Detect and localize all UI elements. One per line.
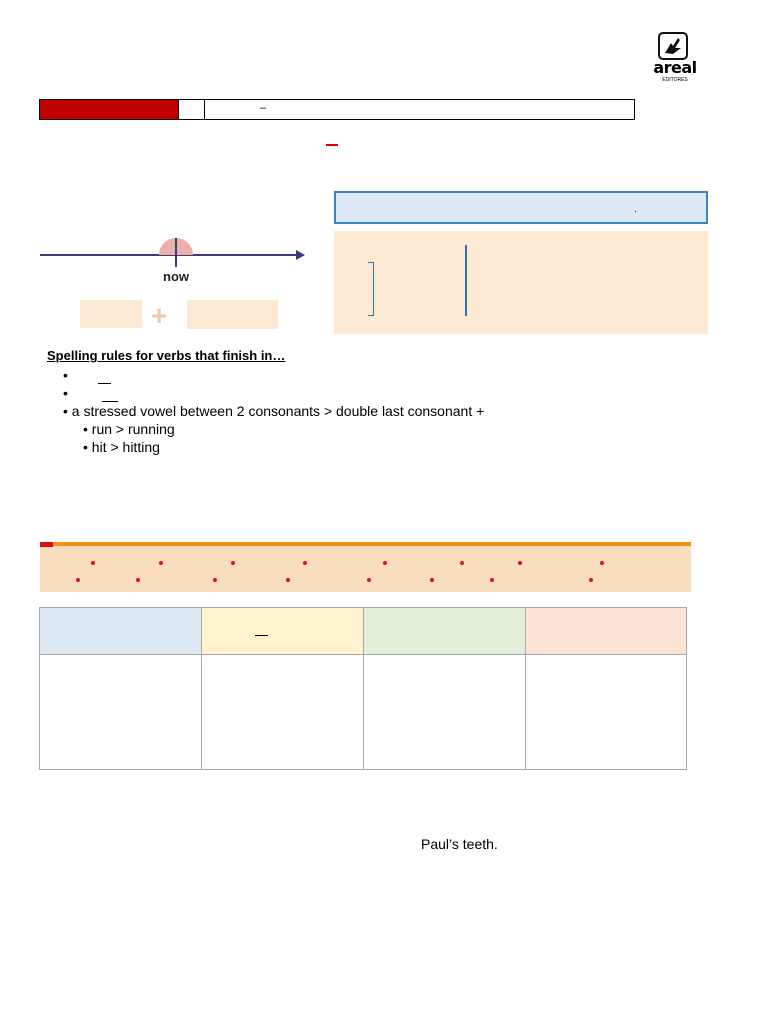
bullet: • (63, 367, 68, 383)
spelling-rule-1: • (63, 366, 111, 384)
structure-title-dot: . (634, 204, 637, 215)
title-red-dash (326, 144, 338, 146)
header-col-2-blank (255, 635, 268, 636)
bracket-icon (368, 262, 374, 316)
exercise-sentence: Paul’s teeth. (421, 836, 498, 852)
header-number-cell (178, 100, 205, 119)
red-dot (430, 578, 434, 582)
red-dot (231, 561, 235, 565)
structure-title-box: . (334, 191, 708, 224)
panel-divider (465, 245, 467, 316)
plus-icon: + (151, 300, 168, 331)
red-dot (460, 561, 464, 565)
table-cell-col-4[interactable] (526, 655, 686, 769)
classification-table (39, 607, 687, 770)
table-header-col-3 (364, 608, 526, 655)
rule-2-blank (101, 401, 118, 402)
spelling-example-2: • hit > hitting (83, 439, 160, 455)
logo-wordmark: areal (653, 58, 697, 77)
red-dot (600, 561, 604, 565)
word-bank-red-tab (40, 542, 53, 547)
table-cell-col-2[interactable] (202, 655, 364, 769)
red-dot (286, 578, 290, 582)
word-bank-top-border (40, 542, 691, 546)
formula-box-right (187, 300, 278, 329)
word-bank-strip (40, 546, 691, 592)
areal-logo: areal EDITORES (644, 30, 706, 86)
red-dot (76, 578, 80, 582)
timeline-arrow-icon (296, 250, 305, 260)
spelling-rule-2: • (63, 384, 118, 402)
red-dot (303, 561, 307, 565)
formula-box-left (80, 300, 142, 328)
bullet: • (63, 385, 68, 401)
header-bar: – (39, 99, 635, 120)
red-dot (490, 578, 494, 582)
spelling-rules-title: Spelling rules for verbs that finish in… (47, 348, 286, 363)
logo-mark-icon (658, 32, 688, 60)
table-header-col-1 (40, 608, 202, 655)
red-dot (136, 578, 140, 582)
timeline-tick (175, 238, 177, 267)
header-red-block (40, 100, 178, 119)
red-dot (589, 578, 593, 582)
red-dot (518, 561, 522, 565)
timeline-line (40, 254, 298, 256)
table-header-col-2 (202, 608, 364, 655)
structure-panel (334, 231, 708, 334)
red-dot (91, 561, 95, 565)
header-dash: – (260, 102, 267, 114)
table-header-col-4 (526, 608, 686, 655)
red-dot (383, 561, 387, 565)
spelling-example-1: • run > running (83, 421, 175, 437)
red-dot (367, 578, 371, 582)
red-dot (159, 561, 163, 565)
table-cell-col-1[interactable] (40, 655, 202, 769)
timeline-now-label: now (163, 269, 189, 284)
spelling-rule-3: • a stressed vowel between 2 consonants … (63, 403, 485, 419)
red-dot (213, 578, 217, 582)
table-cell-col-3[interactable] (364, 655, 526, 769)
logo-subtitle: EDITORES (662, 77, 688, 83)
rule-1-blank (97, 383, 111, 384)
